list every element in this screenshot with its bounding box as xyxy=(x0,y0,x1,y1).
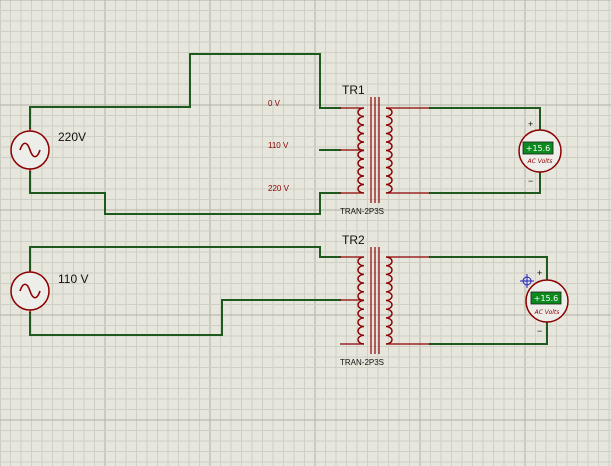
tr2-primary-coil xyxy=(357,256,365,345)
wire-tr2-secondary-bottom[interactable] xyxy=(429,320,548,345)
ac-sine-source-icon xyxy=(19,142,41,158)
tr1-primary-coil xyxy=(357,107,365,194)
source-110v-label: 110 V xyxy=(58,272,88,286)
voltmeter-display xyxy=(522,141,554,155)
wire-tr1-secondary-top[interactable] xyxy=(429,107,541,131)
voltmeter-reading: +15.6 xyxy=(526,144,551,153)
voltmeter-display xyxy=(530,291,562,305)
crosshair-cursor-icon xyxy=(520,274,534,288)
voltmeter-plus-terminal: + xyxy=(528,119,533,129)
voltmeter-minus-terminal: − xyxy=(528,176,533,186)
wire-tr2-secondary-top[interactable] xyxy=(429,256,548,281)
transformer-tr1[interactable] xyxy=(340,97,430,203)
wire-tr1-secondary-bottom[interactable] xyxy=(429,171,541,194)
tr2-ref-label: TR2 xyxy=(342,233,365,247)
voltmeter-unit: AC Volts xyxy=(534,309,560,316)
tr1-tap-110v: 110 V xyxy=(268,141,289,150)
tr1-secondary-coil xyxy=(385,107,393,194)
wire-source1-bottom[interactable] xyxy=(29,171,341,215)
transformer-tr2[interactable] xyxy=(340,247,430,354)
ac-sine-source-icon xyxy=(19,283,41,299)
tr2-secondary-coil xyxy=(385,256,393,345)
ac-source-110v[interactable] xyxy=(10,270,50,313)
tr1-tap-0v: 0 V xyxy=(268,99,281,108)
voltmeter-minus-terminal: − xyxy=(537,326,542,336)
source-220v-label: 220V xyxy=(58,130,86,144)
circuit-1: 220V TR1 TRAN-2P3S 0 V 110 V 220 V +15.6… xyxy=(10,53,562,216)
voltmeter-reading: +15.6 xyxy=(534,294,559,303)
tr2-model-label: TRAN-2P3S xyxy=(340,358,384,367)
tr1-ref-label: TR1 xyxy=(342,83,365,97)
wire-source1-top[interactable] xyxy=(29,53,341,129)
voltmeter-unit: AC Volts xyxy=(527,158,553,165)
ac-voltmeter-2[interactable]: +15.6 AC Volts xyxy=(525,279,569,323)
circuit-2: 110 V TR2 TRAN-2P3S +15.6 AC Volts + − xyxy=(10,233,569,367)
voltmeter-plus-terminal: + xyxy=(537,268,542,278)
wire-source2-bottom[interactable] xyxy=(29,299,341,336)
tr1-tap-220v: 220 V xyxy=(268,184,290,193)
ac-voltmeter-1[interactable]: +15.6 AC Volts xyxy=(518,129,562,173)
tr1-model-label: TRAN-2P3S xyxy=(340,207,384,216)
wire-source2-top[interactable] xyxy=(29,246,341,271)
ac-source-220v[interactable] xyxy=(10,128,50,172)
